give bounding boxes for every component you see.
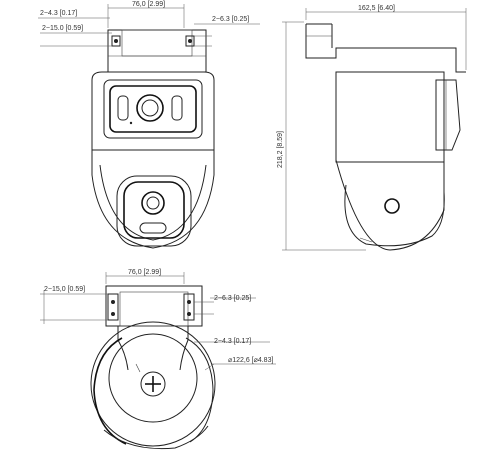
front-upper-housing: [91, 71, 215, 151]
front-lower-lens: [141, 191, 165, 215]
front-main-lens: [136, 94, 164, 122]
dim-side-depth: 162,5 [6.40]: [358, 5, 395, 12]
dim-bottom-top-width: 76,0 [2.99]: [128, 269, 161, 276]
dim-bottom-hole-spacing: 2−15,0 [0.59]: [44, 286, 85, 293]
side-bracket: [305, 24, 466, 73]
bottom-hole-left: [107, 293, 119, 321]
side-visor: [435, 79, 461, 151]
dim-bottom-hole-dia: 2−4.3 [0.17]: [214, 338, 251, 345]
front-lower-module: [116, 175, 192, 247]
dim-bottom-slot: 2−6.3 [0.25]: [214, 295, 251, 302]
side-lens: [384, 198, 400, 214]
dim-bottom-diameter: ⌀122,6 [⌀4.83]: [228, 357, 273, 364]
dim-side-height: 218,2 [8.59]: [277, 131, 284, 168]
dim-front-hole-dia: 2−4.3 [0.17]: [40, 10, 77, 17]
dim-front-slot: 2−6.3 [0.25]: [212, 16, 249, 23]
front-dome: [91, 150, 215, 249]
front-view: 76,0 [2.99] 2−4.3 [0.17] 2−15.0 [0.59] 2…: [38, 1, 260, 249]
bottom-body: [90, 321, 216, 447]
bracket-hole-right: [185, 35, 195, 47]
bottom-view: 76,0 [2.99] 2−15,0 [0.59] 2−6.3 [0.25] 2…: [40, 269, 276, 450]
bottom-center: [140, 371, 166, 397]
dim-front-top-width: 76,0 [2.99]: [132, 1, 165, 8]
side-upper-housing: [335, 71, 445, 163]
side-ball: [344, 184, 445, 247]
bracket-hole-left: [111, 35, 121, 47]
side-housing: [335, 71, 445, 251]
bottom-hole-right: [183, 293, 195, 321]
dim-front-hole-spacing: 2−15.0 [0.59]: [42, 25, 83, 32]
front-lens-panel: [103, 79, 203, 139]
side-view: 162,5 [6.40] 218,2 [8.59]: [277, 5, 467, 251]
